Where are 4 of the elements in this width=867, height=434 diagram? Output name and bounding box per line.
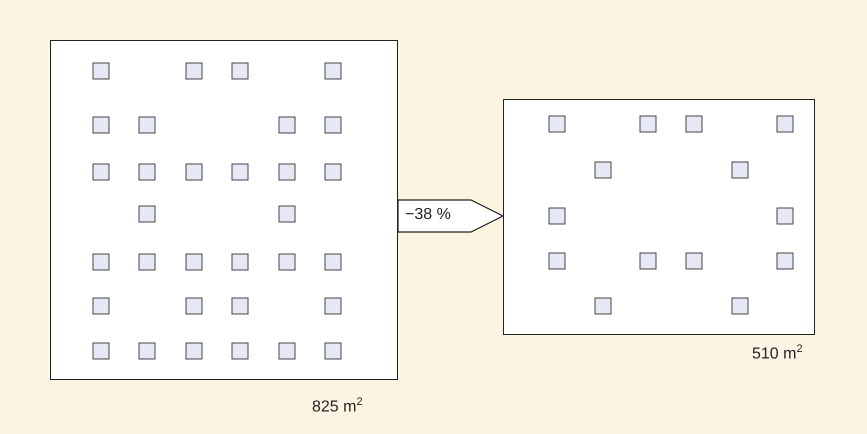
floor-plan-outline: [50, 40, 398, 380]
area-label: 510 m$^{2}$: [752, 343, 803, 364]
area-label: 825 m$^{2}$: [312, 396, 363, 416]
floor-plan-outline: [503, 99, 815, 335]
